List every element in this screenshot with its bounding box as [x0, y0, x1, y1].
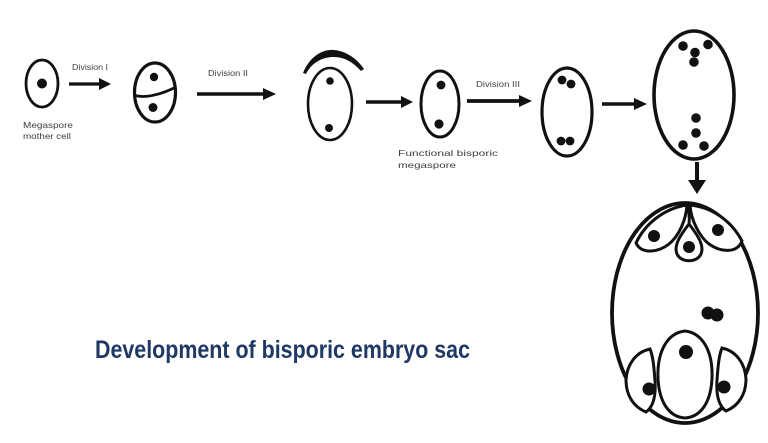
nucleus-dot [712, 224, 724, 236]
nucleus-dot [642, 382, 656, 396]
nucleus-dot [678, 140, 688, 150]
functional-bisporic-label-line1: Functional bisporic [398, 148, 499, 158]
division-wall-line [134, 86, 176, 98]
cell-junction-line [684, 201, 691, 226]
stage-mature-embryo-sac [610, 201, 760, 425]
nucleus-dot [565, 136, 575, 146]
cell-wall [540, 66, 594, 158]
stage-megaspore-mother-cell [24, 58, 60, 109]
nucleus-dot [436, 80, 446, 90]
arrow-to-mature-sac [688, 162, 706, 194]
stage-functional-bisporic-megaspore [419, 69, 461, 139]
nucleus-dot [326, 77, 334, 85]
nucleus-dot [557, 75, 567, 85]
page-title: Development of bisporic embryo sac [95, 336, 470, 364]
nucleus-dot [648, 230, 660, 242]
nucleus-dot [678, 41, 688, 51]
nucleus-dot [325, 124, 333, 132]
stage-eight-nucleate [652, 29, 736, 161]
arrow-to-eight-nucleate [602, 98, 647, 110]
stage-four-nucleate [540, 66, 594, 158]
arrow-head [688, 180, 706, 194]
antipodal-cell-right [715, 346, 748, 413]
division-2-arrow [197, 88, 276, 100]
stage-after-division-2 [303, 49, 364, 142]
arrow-head [519, 95, 532, 107]
degenerated-megaspore-cap [303, 49, 364, 74]
nucleus-dot [703, 39, 713, 50]
arrow-head [99, 78, 111, 90]
antipodal-cell-middle [656, 329, 714, 420]
nucleus-dot [689, 57, 699, 67]
nucleus-dot [691, 128, 701, 138]
synergid-cell-left [634, 203, 689, 253]
division-3-arrow [467, 95, 532, 107]
nucleus-dot [690, 47, 700, 58]
nucleus-dot [699, 141, 709, 151]
nucleus-dot [679, 345, 693, 359]
cell-wall [306, 66, 354, 142]
nucleus-dot [434, 119, 444, 129]
nucleus-dot [556, 136, 566, 146]
division-2-label: Division II [208, 68, 248, 78]
cell-wall [419, 69, 461, 139]
cell-wall [132, 61, 178, 124]
division-1-label: Division I [72, 62, 108, 72]
arrow-head [263, 88, 276, 100]
nucleus-dot [149, 72, 159, 82]
stage-two-nucleate [132, 61, 178, 124]
nucleus-dot [37, 78, 47, 89]
megaspore-mother-cell-label-line1: Megaspore [23, 120, 73, 130]
nucleus-dot [691, 113, 701, 123]
arrow-head [401, 96, 413, 108]
megaspore-mother-cell-label-line2: mother cell [23, 131, 71, 141]
arrow-head [634, 98, 647, 110]
arrow-to-functional-megaspore [366, 96, 413, 108]
nucleus-dot [148, 103, 158, 112]
division-1-arrow [69, 78, 111, 90]
functional-bisporic-label-line2: megaspore [398, 160, 456, 170]
nucleus-dot [683, 241, 695, 253]
polar-nuclei [701, 306, 724, 322]
polar-nucleus-dot [710, 308, 724, 322]
nucleus-dot [566, 79, 576, 89]
division-3-label: Division III [476, 79, 520, 89]
antipodal-cell-left [624, 347, 657, 414]
cell-wall [652, 29, 736, 161]
nucleus-dot [717, 380, 731, 394]
